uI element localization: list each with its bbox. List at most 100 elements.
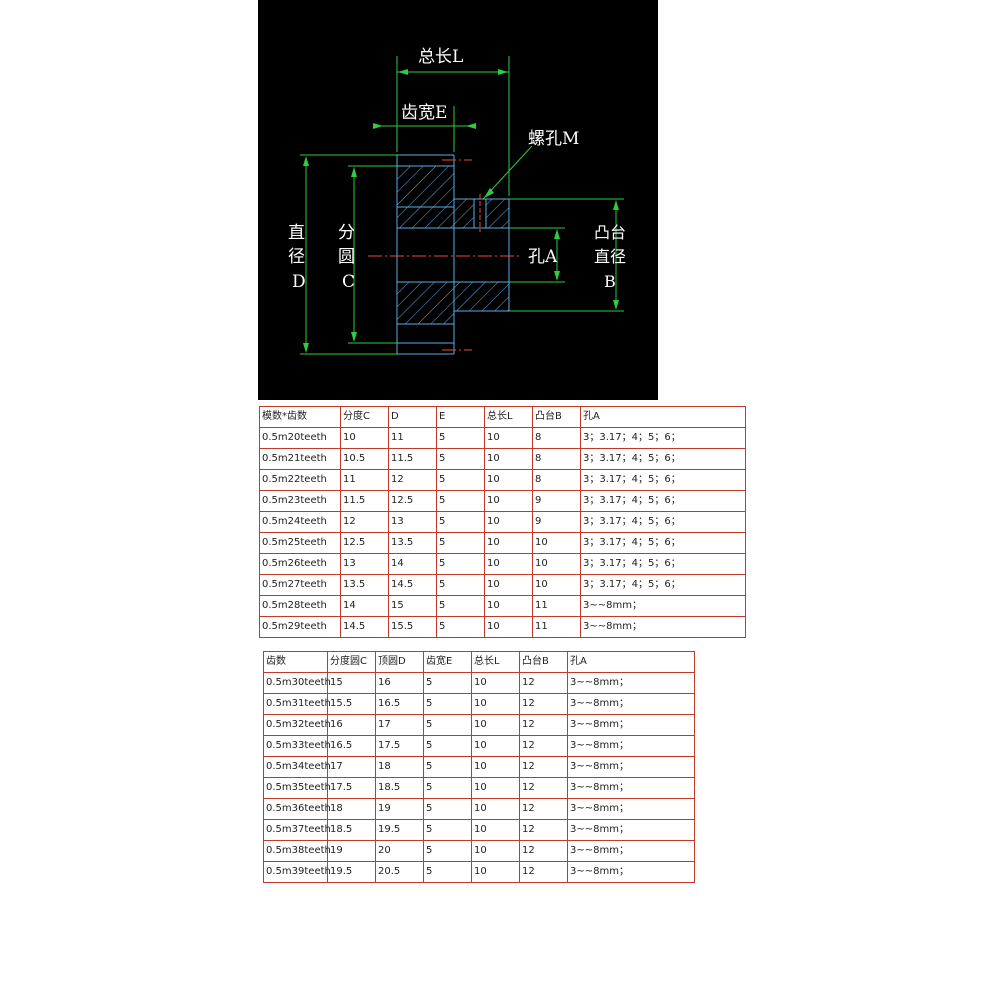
table-cell: 5 — [436, 490, 485, 512]
pitch-circle-label-2: 圆 — [338, 247, 355, 267]
table-cell: 5 — [436, 616, 485, 638]
diameter-label-2: 径 — [288, 247, 305, 267]
table-cell: 17.5 — [327, 777, 376, 799]
table-cell: 10 — [340, 427, 389, 449]
table-cell: 10 — [532, 574, 581, 596]
table-cell: 5 — [423, 798, 472, 820]
gear-cad-drawing: 总长L 齿宽E 螺孔M 孔A 直 径 D 分 圆 C 凸台 直径 B — [258, 0, 658, 400]
table-cell: 5 — [436, 595, 485, 617]
table-cell: 3~~8mm； — [567, 819, 695, 841]
table-cell: 11.5 — [340, 490, 389, 512]
table-cell: 14 — [340, 595, 389, 617]
table-cell: 8 — [532, 427, 581, 449]
table-cell: 17 — [327, 756, 376, 778]
table-header-cell: 齿宽E — [423, 651, 472, 673]
table-cell: 0.5m30teeth — [263, 672, 331, 694]
table-cell: 0.5m34teeth — [263, 756, 331, 778]
table-cell: 15.5 — [327, 693, 376, 715]
table-cell: 19.5 — [327, 861, 376, 883]
table-cell: 15 — [388, 595, 437, 617]
table-cell: 0.5m26teeth — [259, 553, 341, 575]
table-cell: 8 — [532, 448, 581, 470]
table-cell: 10 — [484, 574, 533, 596]
table-cell: 0.5m37teeth — [263, 819, 331, 841]
table-cell: 10 — [484, 616, 533, 638]
table-cell: 11 — [388, 427, 437, 449]
table-cell: 10 — [484, 469, 533, 491]
table-cell: 10 — [471, 861, 520, 883]
table-cell: 5 — [436, 511, 485, 533]
table-cell: 12 — [519, 819, 568, 841]
table-cell: 5 — [423, 777, 472, 799]
table-cell: 15 — [327, 672, 376, 694]
bore-label: 孔A — [528, 247, 558, 267]
table-header-cell: 孔A — [580, 406, 746, 428]
table-cell: 0.5m39teeth — [263, 861, 331, 883]
table-cell: 12 — [519, 840, 568, 862]
table-cell: 10 — [484, 511, 533, 533]
table-cell: 12 — [519, 735, 568, 757]
table-cell: 12.5 — [388, 490, 437, 512]
table-cell: 10 — [484, 427, 533, 449]
hub-diameter-label-2: 直径 — [594, 247, 626, 266]
table-cell: 19 — [327, 840, 376, 862]
table-cell: 0.5m20teeth — [259, 427, 341, 449]
table-cell: 3~~8mm； — [567, 756, 695, 778]
table-header-cell: 分度C — [340, 406, 389, 428]
table-cell: 0.5m24teeth — [259, 511, 341, 533]
table-cell: 3~~8mm； — [567, 840, 695, 862]
table-cell: 18 — [375, 756, 424, 778]
table-header-cell: 总长L — [471, 651, 520, 673]
table-cell: 16.5 — [375, 693, 424, 715]
table-cell: 0.5m35teeth — [263, 777, 331, 799]
table-cell: 3；3.17；4；5；6； — [580, 532, 746, 554]
table-cell: 5 — [423, 840, 472, 862]
table-cell: 14 — [388, 553, 437, 575]
table-cell: 12 — [519, 693, 568, 715]
table-cell: 0.5m36teeth — [263, 798, 331, 820]
table-cell: 12 — [519, 798, 568, 820]
table-cell: 3；3.17；4；5；6； — [580, 448, 746, 470]
pitch-circle-label-3: C — [342, 272, 355, 292]
table-cell: 10 — [471, 693, 520, 715]
table-cell: 3~~8mm； — [567, 672, 695, 694]
hub-diameter-label-1: 凸台 — [594, 223, 626, 242]
table-cell: 14.5 — [388, 574, 437, 596]
table-header-cell: 分度圆C — [327, 651, 376, 673]
table-cell: 5 — [423, 861, 472, 883]
table-cell: 10 — [471, 714, 520, 736]
table-header-cell: 凸台B — [532, 406, 581, 428]
table-cell: 5 — [436, 574, 485, 596]
table-cell: 3；3.17；4；5；6； — [580, 574, 746, 596]
table-cell: 3；3.17；4；5；6； — [580, 427, 746, 449]
table-cell: 5 — [423, 714, 472, 736]
table-cell: 5 — [423, 735, 472, 757]
table-cell: 10 — [471, 840, 520, 862]
tooth-width-label: 齿宽E — [401, 103, 447, 123]
table-cell: 3；3.17；4；5；6； — [580, 511, 746, 533]
table-cell: 11 — [340, 469, 389, 491]
table-header-cell: 凸台B — [519, 651, 568, 673]
table-cell: 5 — [436, 553, 485, 575]
table-cell: 3~~8mm； — [567, 861, 695, 883]
table-cell: 13.5 — [340, 574, 389, 596]
table-cell: 10 — [471, 777, 520, 799]
dimension-lines — [300, 56, 624, 355]
dimension-arrows — [303, 69, 619, 353]
table-cell: 16 — [375, 672, 424, 694]
table-cell: 10 — [484, 553, 533, 575]
table-cell: 10 — [471, 672, 520, 694]
table-header-cell: 模数*齿数 — [259, 406, 341, 428]
table-header-cell: D — [388, 406, 437, 428]
